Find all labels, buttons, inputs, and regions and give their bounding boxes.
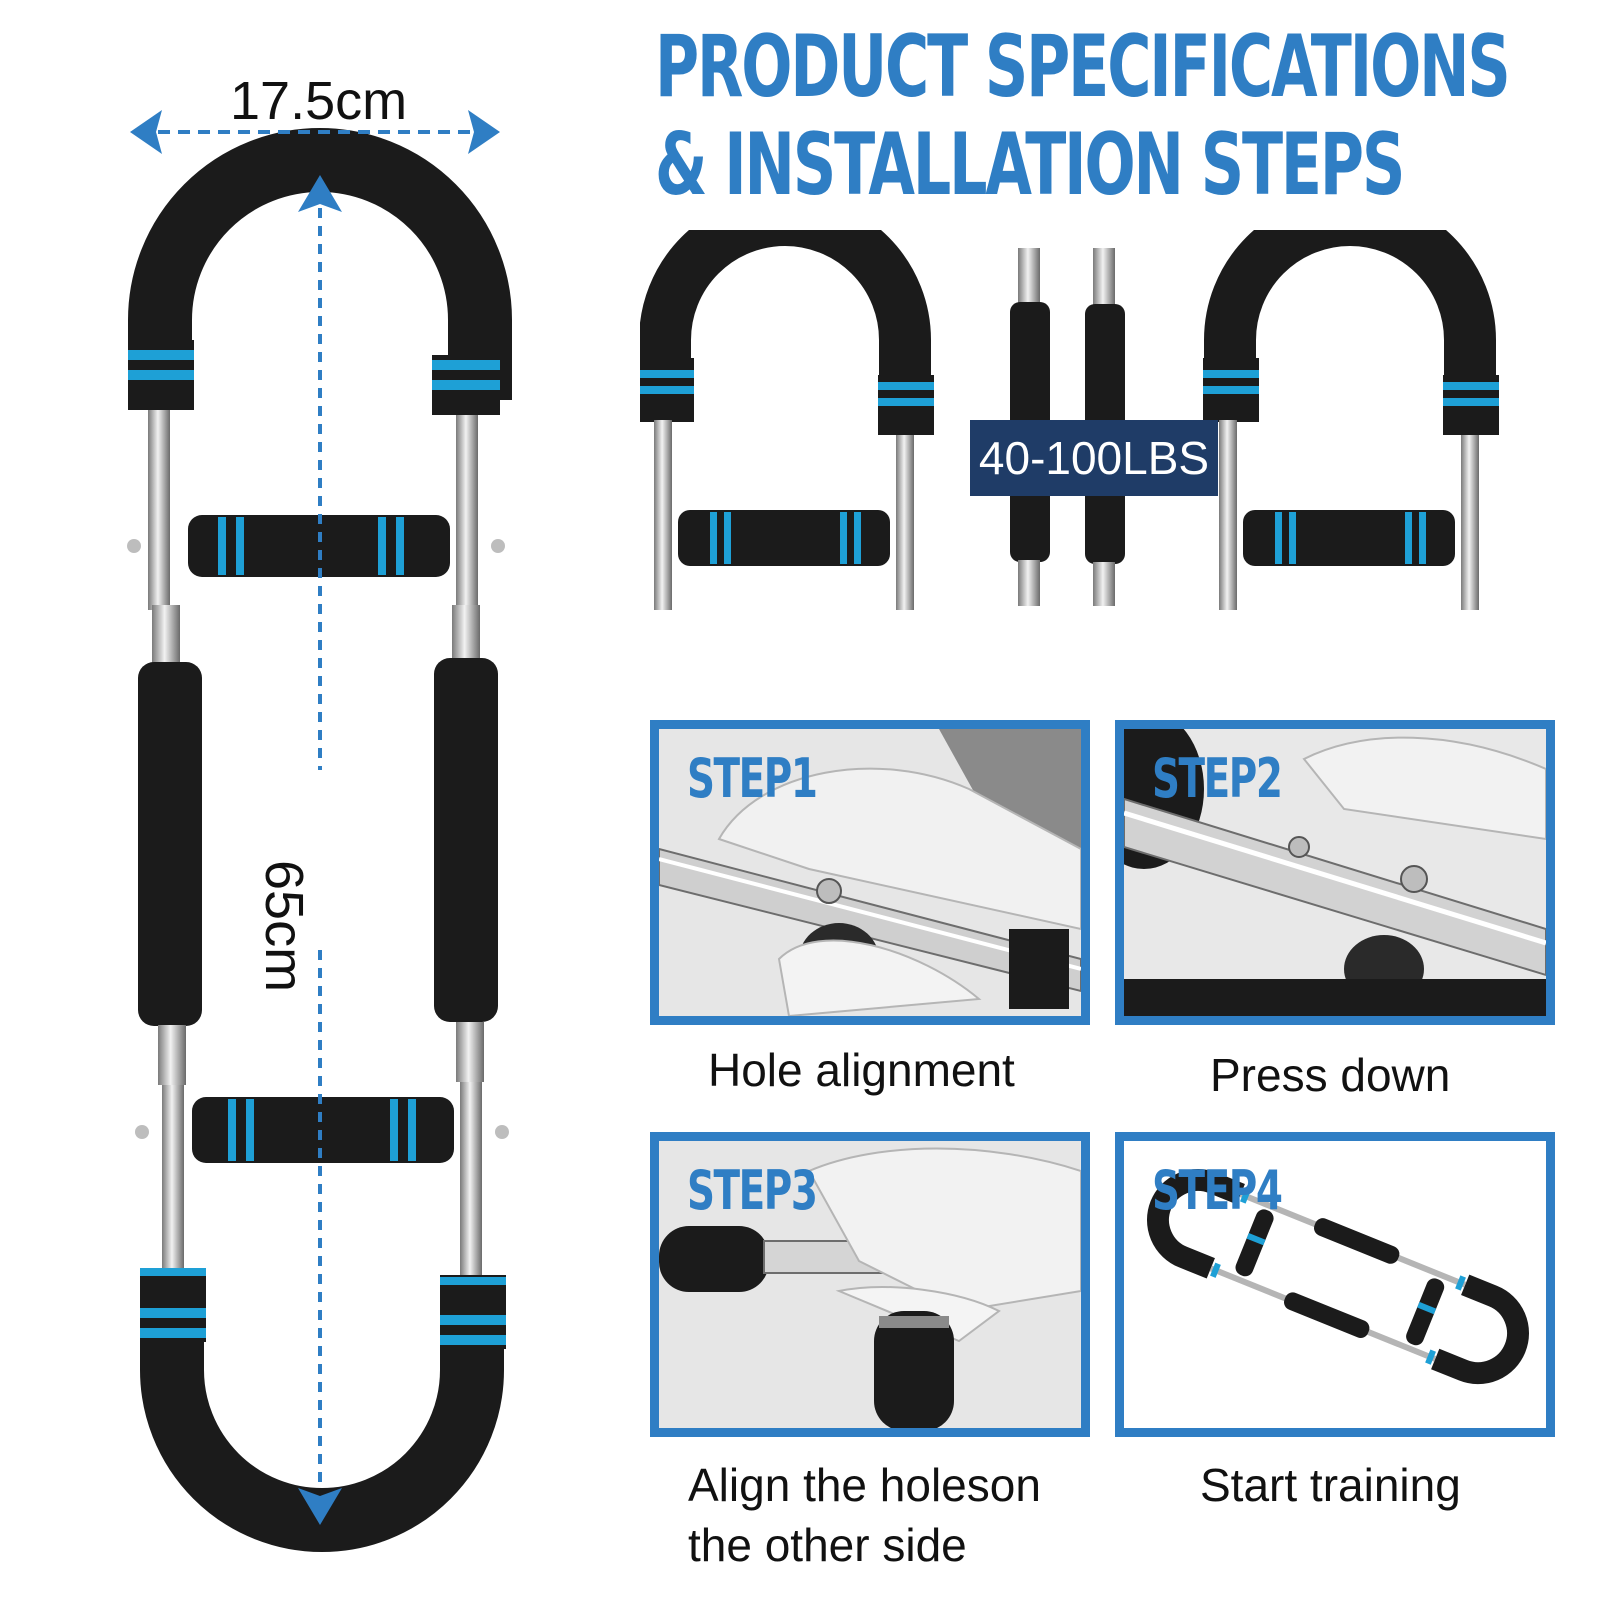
step-4-panel: STEP4 — [1115, 1132, 1555, 1437]
step-2-panel: STEP2 — [1115, 720, 1555, 1025]
step-2-label: STEP2 — [1152, 747, 1283, 810]
height-dimension-arrow — [298, 175, 342, 1525]
step-2-caption: Press down — [1210, 1049, 1451, 1101]
step-4-caption: Start training — [1200, 1459, 1461, 1511]
ring-bottom-left — [140, 1268, 206, 1342]
step-3-caption-line-2: the other side — [688, 1519, 967, 1571]
ring-bottom-right — [440, 1275, 506, 1349]
step-3-caption: Align the holeson the other side — [688, 1455, 1041, 1575]
step-4-label: STEP4 — [1152, 1159, 1283, 1222]
height-dimension-label: 65cm — [254, 860, 314, 993]
step-3-caption-line-1: Align the holeson — [688, 1459, 1041, 1511]
step-3-label: STEP3 — [687, 1159, 818, 1222]
title-line-1: PRODUCT SPECIFICATIONS — [655, 17, 1511, 117]
width-dimension-label: 17.5cm — [230, 71, 408, 131]
resistance-badge: 40-100LBS — [970, 420, 1218, 496]
step-1-label: STEP1 — [687, 747, 818, 810]
step-1-caption: Hole alignment — [708, 1044, 1015, 1096]
width-dimension-arrow — [130, 110, 500, 154]
step-4-photo — [1124, 1141, 1546, 1428]
arm-exerciser-illustration — [127, 110, 512, 1552]
u-handle-right — [1203, 194, 1499, 610]
step-1-panel: STEP1 — [650, 720, 1090, 1025]
product-image-main: 17.5cm 65cm — [100, 70, 560, 1570]
u-handle-left — [638, 194, 934, 610]
step-3-photo — [659, 1141, 1081, 1428]
page-title: PRODUCT SPECIFICATIONS & INSTALLATION ST… — [655, 17, 1511, 215]
ring-top-left — [128, 340, 194, 410]
step-3-panel: STEP3 — [650, 1132, 1090, 1437]
title-line-2: & INSTALLATION STEPS — [655, 115, 1405, 215]
step-1-photo — [659, 729, 1081, 1016]
step-2-photo — [1124, 729, 1546, 1016]
ring-top-right — [432, 355, 500, 415]
